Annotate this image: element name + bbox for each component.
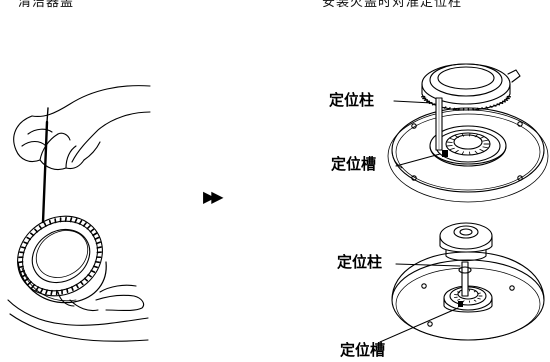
- serration-tick: [75, 283, 79, 289]
- serration-tick: [18, 265, 24, 269]
- serration-tick: [78, 219, 83, 225]
- serration-tick: [95, 241, 102, 245]
- serration-tick: [489, 105, 493, 108]
- serration-tick: [45, 289, 49, 295]
- burner-cap-above-burner-base-icon: [387, 63, 549, 203]
- left-caption: 清洁器盖: [18, 0, 75, 9]
- serration-tick: [477, 292, 481, 295]
- serration-tick: [50, 289, 53, 296]
- serration-tick: [476, 107, 480, 111]
- serration-tick: [474, 150, 478, 154]
- serration-tick: [473, 299, 477, 302]
- serration-tick: [473, 290, 477, 293]
- serration-tick: [92, 232, 98, 237]
- serration-tick: [461, 133, 465, 137]
- right-caption: 安装火盖时对准定位柱: [322, 0, 463, 9]
- serration-tick: [461, 151, 465, 155]
- serration-tick: [38, 225, 43, 230]
- serration-tick: [34, 228, 39, 233]
- serration-tick: [479, 136, 484, 140]
- serration-tick: [23, 241, 29, 245]
- serration-tick: [485, 106, 489, 109]
- serration-tick: [26, 236, 32, 241]
- serration-tick: [29, 232, 35, 237]
- hands-cleaning-burner-cap-with-needle-icon: [7, 85, 151, 342]
- serration-tick: [96, 246, 102, 249]
- serration-tick: [431, 103, 436, 106]
- serration-tick: [17, 261, 24, 264]
- serration-tick: [457, 108, 460, 111]
- serration-tick: [94, 236, 100, 241]
- serration-tick: [89, 228, 95, 233]
- serration-tick: [82, 222, 87, 227]
- small-burner-cap-above-burner-base-icon: [379, 222, 545, 343]
- serration-tick: [457, 291, 461, 294]
- serration-tick: [40, 288, 44, 294]
- serration-tick: [501, 100, 506, 103]
- serration-tick: [86, 225, 91, 230]
- serration-tick: [452, 107, 456, 111]
- serration-tick: [74, 218, 78, 224]
- serration-tick: [48, 219, 52, 225]
- serration-tick: [20, 246, 27, 249]
- serration-tick: [454, 149, 459, 153]
- serration-tick: [449, 147, 455, 150]
- serration-tick: [481, 107, 484, 110]
- serration-tick: [493, 104, 497, 107]
- serration-tick: [477, 297, 481, 300]
- serration-tick: [462, 300, 465, 303]
- positioning-slot-label-bottom: 定位槽: [340, 342, 386, 359]
- positioning-slot-label-top: 定位槽: [331, 156, 377, 173]
- serration-tick: [64, 216, 67, 223]
- serration-tick: [472, 108, 475, 111]
- serration-tick: [69, 217, 73, 223]
- serration-tick: [457, 298, 461, 301]
- serration-tick: [496, 103, 501, 106]
- serration-tick: [87, 273, 92, 278]
- serration-tick: [94, 260, 101, 264]
- serration-tick: [79, 280, 84, 286]
- serration-tick: [474, 134, 478, 138]
- positioning-pin-label-bottom: 定位柱: [337, 254, 383, 271]
- serration-tick: [482, 139, 488, 142]
- serration-tick: [499, 102, 504, 105]
- serration-tick: [90, 269, 96, 273]
- serration-tick: [24, 277, 29, 282]
- serration-tick: [92, 265, 98, 269]
- positioning-pin-label-top: 定位柱: [329, 92, 375, 109]
- serration-tick: [479, 148, 484, 152]
- serration-tick: [83, 277, 89, 282]
- serration-tick: [70, 286, 74, 292]
- serration-tick: [449, 138, 455, 141]
- serration-tick: [443, 106, 447, 109]
- serration-tick: [482, 146, 488, 149]
- serration-tick: [426, 100, 431, 103]
- serration-tick: [454, 135, 459, 139]
- serration-tick: [66, 288, 69, 294]
- serration-tick: [448, 107, 451, 110]
- double-arrow-right-icon: ▶▶: [203, 189, 224, 206]
- serration-tick: [31, 283, 36, 289]
- serration-tick: [43, 222, 47, 227]
